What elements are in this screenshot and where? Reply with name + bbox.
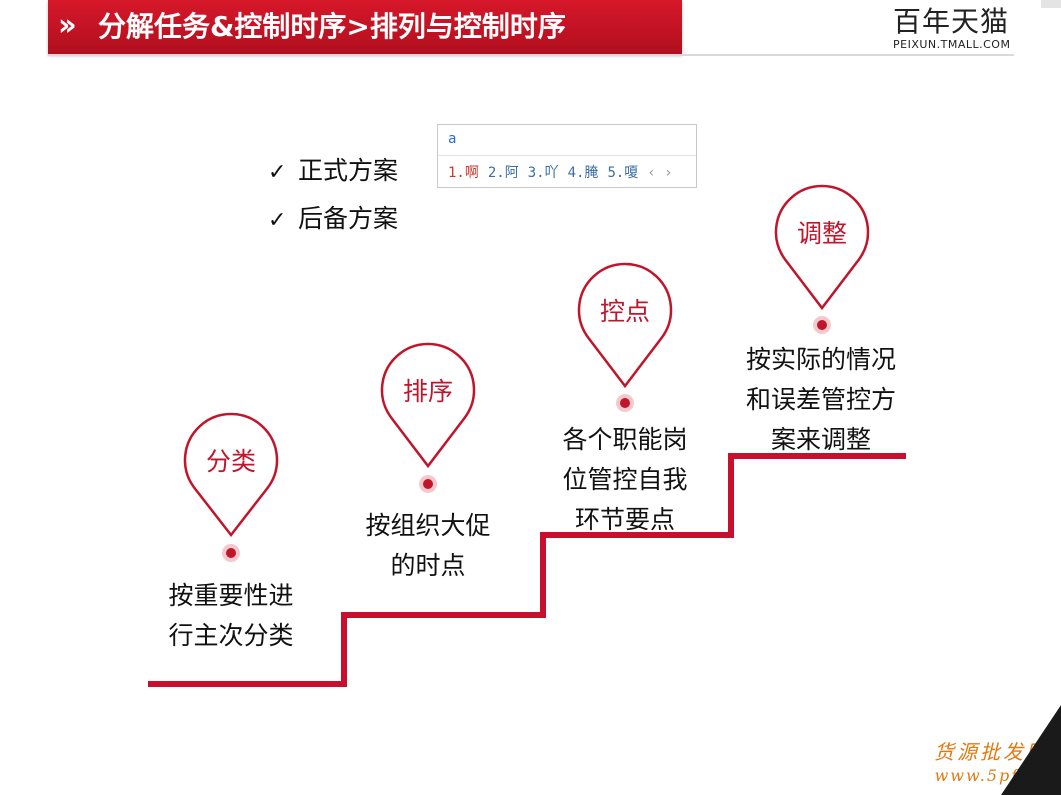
ime-input-text[interactable]: a [448, 131, 457, 147]
ime-page-arrows[interactable]: ‹ › [647, 165, 673, 181]
page-title: 分解任务&控制时序>排列与控制时序 [98, 10, 566, 43]
corner-decoration [1001, 705, 1061, 795]
step-desc-4: 按实际的情况 和误差管控方 案来调整 [745, 345, 896, 454]
checklist-item: ✓后备方案 [268, 196, 398, 244]
ime-candidate-window[interactable]: a 1.啊 2.阿 3.吖 4.腌 5.嗄 ‹ › [437, 124, 697, 188]
step-desc-3: 各个职能岗 位管控自我 环节要点 [562, 425, 688, 534]
checkmark-icon: ✓ [268, 208, 287, 233]
ime-candidate[interactable]: 2.阿 [487, 165, 519, 181]
ime-candidate-list: 1.啊 2.阿 3.吖 4.腌 5.嗄 ‹ › [448, 162, 673, 182]
pin-label-sort: 排序 [402, 377, 453, 406]
pin-dot [226, 548, 236, 558]
pin-label-classify: 分类 [205, 447, 256, 476]
map-pin-icon [577, 262, 673, 389]
pin-label-control: 控点 [599, 297, 650, 326]
ime-candidate[interactable]: 1.啊 [448, 165, 479, 181]
brand-logo: 百年天猫 PEIXUN.TMALL.COM [893, 6, 1013, 52]
header-bar: ›› 分解任务&控制时序>排列与控制时序 [48, 0, 682, 54]
checklist-item: ✓正式方案 [268, 148, 398, 196]
brand-name: 百年天猫 [893, 5, 1010, 38]
pin-dot [817, 320, 827, 330]
ime-candidate[interactable]: 4.腌 [567, 165, 599, 181]
plan-checklist: ✓正式方案 ✓后备方案 [268, 148, 398, 244]
map-pin-icon [380, 342, 476, 469]
pin-label-adjust: 调整 [796, 219, 847, 248]
map-pin-icon [183, 412, 279, 538]
step-desc-1: 按重要性进 行主次分类 [168, 581, 294, 650]
header-divider [48, 54, 1014, 56]
ime-candidate[interactable]: 3.吖 [527, 165, 559, 181]
staircase-line [148, 453, 906, 687]
checkmark-icon: ✓ [268, 160, 287, 185]
brand-url: PEIXUN.TMALL.COM [893, 38, 1011, 51]
pin-dot [423, 479, 433, 489]
ime-candidate[interactable]: 5.嗄 [607, 165, 639, 181]
step-desc-2: 按组织大促 的时点 [365, 511, 491, 580]
pin-dot [620, 398, 630, 408]
ime-divider [438, 155, 696, 156]
corner-mark [1041, 0, 1061, 8]
map-pin-icon [774, 184, 870, 311]
